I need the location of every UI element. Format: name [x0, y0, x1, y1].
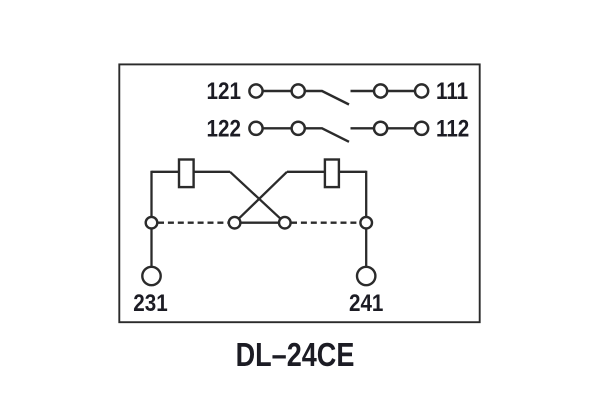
svg-text:121: 121	[207, 78, 241, 105]
svg-text:111: 111	[436, 78, 468, 105]
svg-text:241: 241	[349, 290, 383, 317]
svg-text:112: 112	[436, 115, 469, 142]
svg-text:231: 231	[133, 290, 167, 317]
svg-text:122: 122	[207, 115, 241, 142]
svg-text:DL–24CE: DL–24CE	[236, 338, 355, 374]
